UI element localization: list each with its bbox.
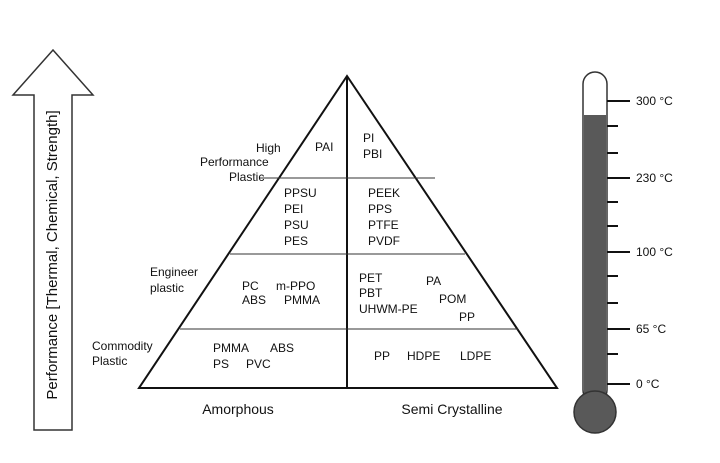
polymer-label: POM xyxy=(439,292,466,306)
polymer-label: PMMA xyxy=(213,341,249,355)
polymer-label: PEEK xyxy=(368,186,400,200)
polymer-label: ABS xyxy=(270,341,294,355)
tier-label-line: Commodity xyxy=(92,339,153,353)
tier-label-line: Engineer xyxy=(150,265,198,279)
tier-label-line: High xyxy=(256,141,281,155)
tier-label-engineer: Engineer plastic xyxy=(150,265,198,295)
polymer-label: PBT xyxy=(359,286,383,300)
polymer-label: PBI xyxy=(363,147,382,161)
polymer-label: PVC xyxy=(246,357,271,371)
polymer-label: ABS xyxy=(242,293,266,307)
tick-label: 100 °C xyxy=(636,245,673,259)
thermometer-bulb xyxy=(573,390,617,434)
tick-label: 230 °C xyxy=(636,171,673,185)
polymer-label: PS xyxy=(213,357,229,371)
thermometer-fill xyxy=(584,115,606,402)
polymer-label: PSU xyxy=(284,218,309,232)
polymer-label: PEI xyxy=(284,202,303,216)
tier-label-line: Plastic xyxy=(92,354,127,368)
polymer-label: UHWM-PE xyxy=(359,302,418,316)
thermometer-tick-labels: 300 °C 230 °C 100 °C 65 °C 0 °C xyxy=(636,94,673,391)
tier-label-line: plastic xyxy=(150,281,184,295)
pyramid xyxy=(137,74,559,389)
polymer-label: LDPE xyxy=(460,349,491,363)
tier-label-line: Performance xyxy=(200,155,269,169)
polymer-label: PPS xyxy=(368,202,392,216)
amorphous-label: Amorphous xyxy=(202,401,274,417)
tier-label-high-performance: High Performance Plastic xyxy=(200,141,281,184)
polymer-label: PVDF xyxy=(368,234,400,248)
tick-label: 0 °C xyxy=(636,377,660,391)
polymer-label: PMMA xyxy=(284,293,320,307)
polymer-label: PI xyxy=(363,131,374,145)
polymer-label: PAI xyxy=(315,140,333,154)
performance-arrow: Performance [Thermal, Chemical, Strength… xyxy=(11,48,95,431)
thermometer: 300 °C 230 °C 100 °C 65 °C 0 °C xyxy=(573,71,673,434)
polymer-label: HDPE xyxy=(407,349,440,363)
thermometer-major-ticks xyxy=(607,100,630,385)
polymer-label: PTFE xyxy=(368,218,399,232)
polymer-label: PES xyxy=(284,234,308,248)
polymer-label: PC xyxy=(242,279,259,293)
tier-label-line: Plastic xyxy=(229,170,264,184)
polymer-label: PPSU xyxy=(284,186,317,200)
polymer-label: PP xyxy=(374,349,390,363)
polymer-label: PP xyxy=(459,310,475,324)
polymer-label: PA xyxy=(426,274,441,288)
semi-crystalline-label: Semi Crystalline xyxy=(401,401,502,417)
performance-arrow-label: Performance [Thermal, Chemical, Strength… xyxy=(44,110,61,399)
tick-label: 300 °C xyxy=(636,94,673,108)
polymer-label: m-PPO xyxy=(276,279,315,293)
tier-label-commodity: Commodity Plastic xyxy=(92,339,153,368)
semi-crystalline-polymers: PI PBI PEEK PPS PTFE PVDF PET PA PBT POM… xyxy=(359,131,491,363)
thermometer-minor-ticks xyxy=(607,125,618,355)
amorphous-polymers: PAI PPSU PEI PSU PES PC m-PPO ABS PMMA P… xyxy=(213,140,333,371)
tick-label: 65 °C xyxy=(636,322,666,336)
polymer-label: PET xyxy=(359,271,383,285)
